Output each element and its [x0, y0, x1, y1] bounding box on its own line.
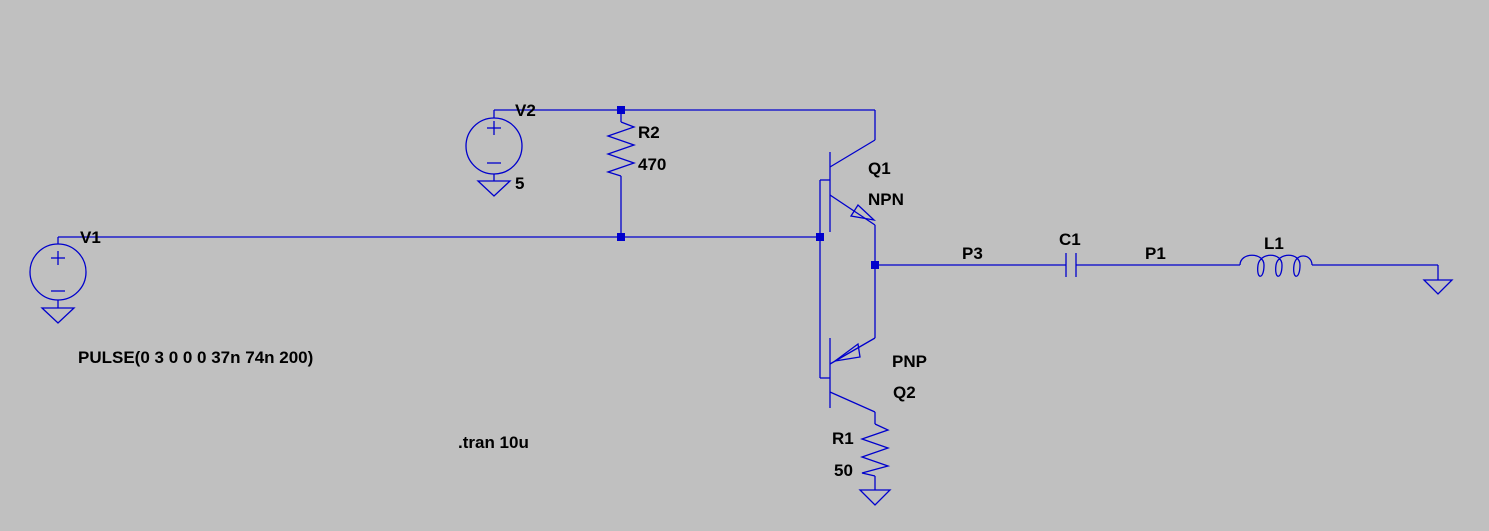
- v2-value[interactable]: 5: [515, 174, 524, 193]
- r1-resistor[interactable]: [858, 423, 892, 506]
- r1-value[interactable]: 50: [834, 461, 853, 480]
- l1-label[interactable]: L1: [1264, 234, 1284, 253]
- junction-emitter: [871, 261, 879, 269]
- v1-ground-symbol: [40, 307, 76, 324]
- r1-ground-symbol: [858, 489, 892, 506]
- junction-v2-r2: [617, 106, 625, 114]
- v1-label[interactable]: V1: [80, 228, 101, 247]
- junction-base: [816, 233, 824, 241]
- v1-source[interactable]: [29, 237, 87, 324]
- c1-label[interactable]: C1: [1059, 230, 1081, 249]
- v1-value[interactable]: PULSE(0 3 0 0 0 37n 74n 200): [78, 348, 313, 367]
- l1-inductor[interactable]: [1239, 254, 1313, 277]
- v2-source[interactable]: [465, 110, 523, 197]
- net-label-p1[interactable]: P1: [1145, 244, 1166, 263]
- r2-resistor[interactable]: [605, 121, 636, 177]
- v2-label[interactable]: V2: [515, 101, 536, 120]
- junctions: [617, 106, 879, 269]
- q2-label[interactable]: Q2: [893, 383, 916, 402]
- q1-label[interactable]: Q1: [868, 159, 891, 178]
- r1-label[interactable]: R1: [832, 429, 854, 448]
- r2-label[interactable]: R2: [638, 123, 660, 142]
- q2-model[interactable]: PNP: [892, 352, 927, 371]
- r2-value[interactable]: 470: [638, 155, 666, 174]
- v2-ground-symbol: [476, 180, 512, 197]
- output-ground-symbol[interactable]: [1422, 279, 1454, 295]
- c1-capacitor[interactable]: [1065, 253, 1077, 277]
- wires: [58, 109, 1439, 490]
- spice-directive[interactable]: .tran 10u: [458, 433, 529, 452]
- q2-pnp-transistor[interactable]: [819, 337, 876, 413]
- net-label-p3[interactable]: P3: [962, 244, 983, 263]
- q1-npn-transistor[interactable]: [820, 139, 877, 232]
- q1-model[interactable]: NPN: [868, 190, 904, 209]
- junction-r2-base: [617, 233, 625, 241]
